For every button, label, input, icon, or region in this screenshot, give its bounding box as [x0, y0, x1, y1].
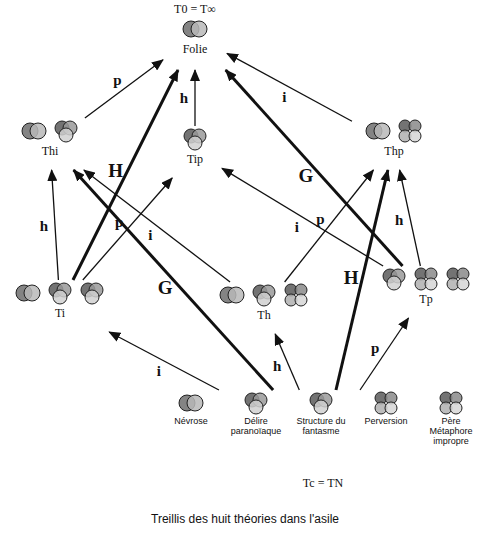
knot-symbol [250, 282, 278, 308]
operator-label: h [40, 218, 48, 233]
theory-label: Folie [183, 42, 208, 56]
structure-label: Délire paranoïaque [225, 416, 287, 436]
knot-symbol [78, 280, 106, 306]
operator-label: h [395, 213, 403, 228]
knot-row [218, 282, 310, 308]
structure-node: Délire paranoïaque [225, 390, 287, 470]
theory-label: Tip [187, 152, 203, 166]
operator-label: p [113, 73, 121, 88]
theory-label: Tc = TN [303, 476, 343, 490]
knot-symbol [46, 280, 74, 306]
operator-label: p [371, 340, 379, 355]
knot-symbol [412, 266, 440, 292]
theory-node: Thp [352, 118, 436, 170]
knot-row [181, 126, 209, 152]
knot-symbol [444, 266, 472, 292]
knot-row [20, 118, 80, 144]
knot-symbol [218, 282, 246, 308]
lattice-arrow [73, 70, 178, 280]
operator-label: p [316, 212, 324, 227]
knot-symbol [181, 16, 209, 42]
theory-label: Th [257, 308, 270, 322]
knot-symbol [20, 118, 48, 144]
lattice-arrow [360, 318, 408, 390]
lattice-arrow [52, 170, 59, 280]
theory-node: T0 = T∞ Folie [163, 2, 227, 70]
theory-node: Th [208, 282, 320, 334]
structure-label: Père Métaphore impropre [420, 416, 482, 446]
theory-node: Ti [4, 280, 116, 332]
knot-symbol [380, 266, 408, 292]
knot-row [177, 390, 205, 416]
lattice-arrow [85, 60, 163, 118]
knot-row [14, 280, 106, 306]
knot-symbol [307, 390, 335, 416]
structure-label: Structure du fantasme [290, 416, 352, 436]
knot-symbol [396, 118, 424, 144]
theory-label: Tp [419, 292, 432, 306]
knot-row [307, 390, 335, 416]
lattice-arrow [226, 70, 403, 266]
lattice-arrow [227, 53, 352, 121]
structure-node: Perversion [355, 390, 417, 470]
knot-row [364, 118, 424, 144]
structure-label: Névrose [174, 416, 208, 426]
theory-node: Tc = TN Névrose Délire paranoïaqueStructur… [160, 390, 486, 500]
knot-symbol [282, 282, 310, 308]
knot-row [242, 390, 270, 416]
knot-symbol [14, 280, 42, 306]
knot-symbol [372, 390, 400, 416]
lattice-arrow [285, 170, 374, 282]
figure-caption: Treillis des huit théories dans l'asile [0, 512, 490, 526]
operator-label: G [158, 278, 173, 297]
knot-row [372, 390, 400, 416]
lattice-arrow [194, 70, 195, 126]
lattice-arrow [83, 178, 172, 280]
operator-label: G [299, 166, 314, 185]
lattice-arrow [74, 170, 274, 390]
knot-symbol [242, 390, 270, 416]
structure-node: Structure du fantasme [290, 390, 352, 470]
theory-label: T0 = T∞ [174, 2, 216, 16]
theory-label: Thi [42, 144, 59, 158]
operator-label: i [295, 219, 299, 234]
knot-symbol [181, 126, 209, 152]
theory-node: Tp [370, 266, 482, 318]
operator-label: h [273, 359, 281, 374]
operator-label: H [108, 161, 123, 180]
knot-row [437, 390, 465, 416]
operator-label: H [344, 268, 359, 287]
operator-label: i [282, 89, 286, 104]
knot-symbol [364, 118, 392, 144]
structure-node: Névrose [160, 390, 222, 470]
knot-row [380, 266, 472, 292]
theory-node: Thi [8, 118, 92, 170]
knot-symbol [437, 390, 465, 416]
structure-node: Père Métaphore impropre [420, 390, 482, 470]
knot-symbol [177, 390, 205, 416]
theory-label: Ti [55, 306, 65, 320]
operator-label: h [180, 91, 188, 106]
lattice-arrow [84, 170, 230, 282]
operator-label: i [157, 363, 161, 378]
structure-label: Perversion [364, 416, 407, 426]
operator-label: i [148, 227, 152, 242]
theory-node: Tip [168, 126, 222, 178]
knot-row [181, 16, 209, 42]
knot-symbol [52, 118, 80, 144]
lattice-arrow [109, 332, 219, 390]
theory-label: Thp [384, 144, 403, 158]
operator-label: p [115, 214, 123, 229]
